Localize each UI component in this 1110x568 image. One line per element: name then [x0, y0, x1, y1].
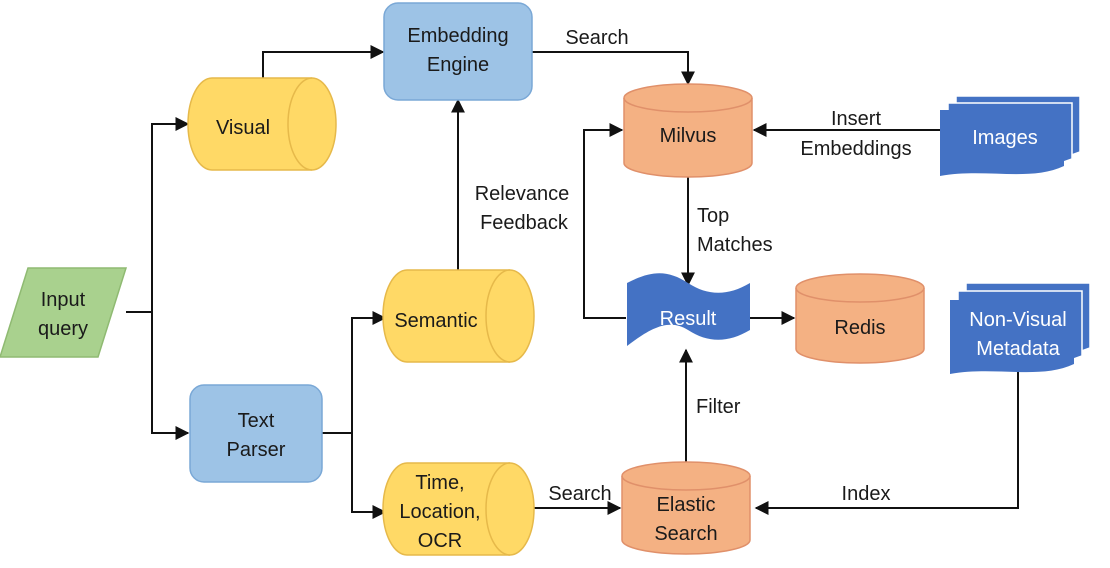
images-shape [940, 110, 1064, 176]
embedding-engine-shape [383, 2, 533, 101]
redis-shape [795, 273, 925, 364]
semantic-label: Semantic [394, 310, 477, 332]
elastic-search-shape-top [621, 475, 751, 491]
time-location-ocr-label-3: OCR [418, 530, 462, 552]
text-parser-shape [189, 384, 323, 483]
redis-node: Redis [795, 273, 925, 364]
edge-label-feedback: Feedback [480, 212, 569, 234]
time-location-ocr-label-2: Location, [399, 501, 480, 523]
edge-label-top: Top [697, 205, 729, 227]
non-visual-metadata-label-2: Metadata [976, 338, 1060, 360]
input-query-shape [0, 267, 128, 358]
input-query-label-2: query [38, 318, 88, 340]
redis-label: Redis [834, 317, 885, 339]
input-query-node: Input query [0, 267, 128, 358]
time-location-ocr-node: Time, Location, OCR [382, 462, 535, 556]
images-label: Images [972, 127, 1038, 149]
edge-labels: Search Insert Embeddings Relevance Feedb… [475, 27, 912, 505]
visual-label: Visual [216, 117, 270, 139]
images-node: Images [940, 95, 1081, 176]
edge-label-matches: Matches [697, 234, 773, 256]
edge-result-milvus-loop [583, 123, 626, 319]
milvus-shape-top [623, 97, 753, 113]
non-visual-metadata-node: Non-Visual Metadata [950, 282, 1091, 374]
milvus-node: Milvus [623, 83, 753, 178]
result-label: Result [660, 308, 717, 330]
edge-label-index: Index [842, 483, 891, 505]
result-shape [627, 273, 750, 346]
semantic-node: Semantic [382, 269, 535, 363]
visual-shape-face [287, 77, 313, 171]
connectors [126, 45, 1019, 519]
elastic-search-shape [621, 461, 751, 555]
embedding-engine-node: Embedding Engine [383, 2, 533, 101]
text-parser-node: Text Parser [189, 384, 323, 483]
semantic-shape-face [485, 269, 511, 363]
milvus-shape [623, 83, 753, 178]
text-parser-label-1: Text [238, 410, 275, 432]
input-query-label-1: Input [41, 289, 86, 311]
edge-parser-semantic [351, 311, 387, 433]
visual-node: Visual [187, 77, 337, 171]
edge-label-filter: Filter [696, 396, 741, 418]
text-parser-label-2: Parser [227, 439, 286, 461]
edge-metadata-elastic [754, 372, 1019, 515]
edge-label-embeddings: Embeddings [800, 138, 911, 160]
edge-label-relevance: Relevance [475, 183, 570, 205]
time-location-ocr-shape-face [485, 462, 511, 556]
edge-label-search-top: Search [565, 27, 628, 49]
edge-trunk-text-parser [151, 312, 190, 440]
non-visual-metadata-label-1: Non-Visual [969, 309, 1066, 331]
edge-visual-embedding [262, 45, 385, 78]
edge-label-search-bottom: Search [548, 483, 611, 505]
milvus-label: Milvus [660, 125, 717, 147]
edge-embedding-milvus [532, 51, 695, 86]
elastic-search-label-1: Elastic [657, 494, 716, 516]
edge-trunk-visual [151, 117, 190, 312]
edge-parser-time [351, 433, 387, 519]
embedding-engine-label-1: Embedding [407, 25, 508, 47]
redis-shape-top [795, 287, 925, 303]
time-location-ocr-label-1: Time, [415, 472, 464, 494]
elastic-search-node: Elastic Search [621, 461, 751, 555]
elastic-search-label-2: Search [654, 523, 717, 545]
result-node: Result [627, 273, 750, 346]
edge-label-insert: Insert [831, 108, 881, 130]
non-visual-metadata-shape [950, 300, 1074, 374]
embedding-engine-label-2: Engine [427, 54, 489, 76]
